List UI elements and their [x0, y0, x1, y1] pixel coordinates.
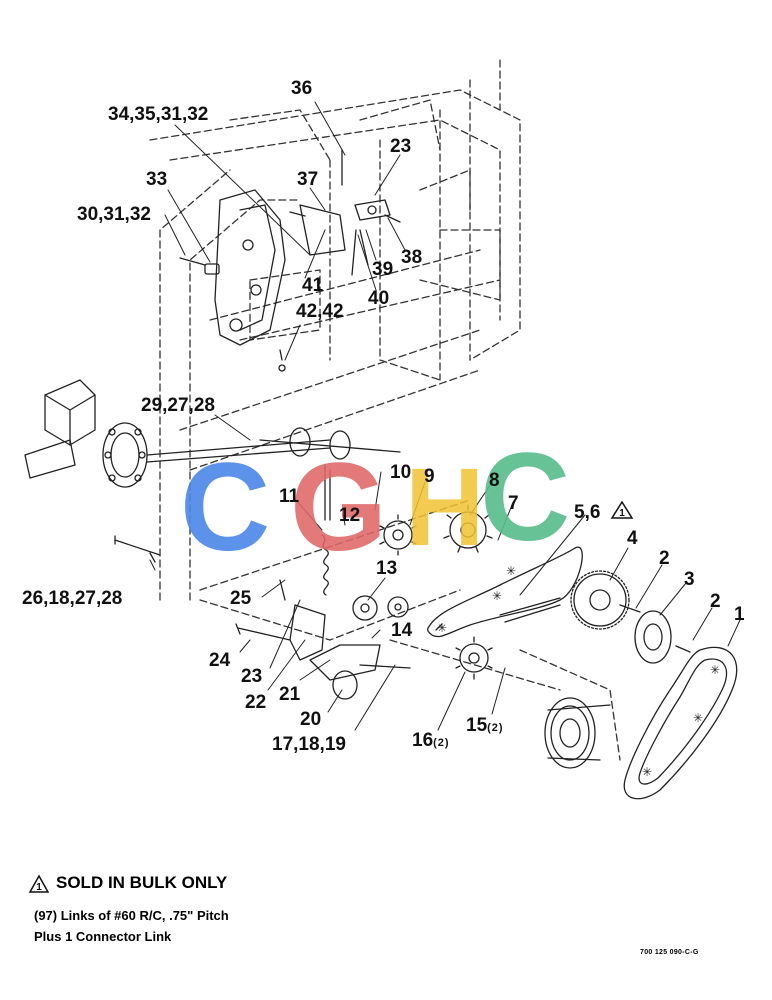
callout-5-6-label: 5,6 — [574, 502, 601, 523]
bulk-note-title: 1 SOLD IN BULK ONLY — [28, 873, 227, 894]
callout-5-6: 5,6 1 — [574, 500, 634, 523]
callout-23-upper: 23 — [390, 136, 412, 157]
svg-text:1: 1 — [619, 508, 625, 519]
tension-spring — [321, 464, 331, 596]
sprocket-8 — [443, 504, 493, 553]
bulk-note-title-text: SOLD IN BULK ONLY — [56, 873, 228, 892]
roller-chain — [426, 546, 583, 638]
callout-41: 41 — [302, 275, 324, 296]
callout-24: 24 — [209, 650, 231, 671]
callout-38: 38 — [401, 247, 423, 268]
callout-9: 9 — [424, 466, 435, 487]
callout-37: 37 — [297, 169, 319, 190]
upper-linkage — [179, 149, 401, 372]
svg-text:✳: ✳ — [437, 621, 447, 635]
callout-42-42: 42,42 — [296, 301, 344, 322]
sprocket-13 — [352, 595, 409, 621]
svg-text:✳: ✳ — [492, 589, 502, 603]
callout-39: 39 — [372, 259, 394, 280]
callout-26-18-27-28: 26,18,27,28 — [22, 588, 123, 609]
callout-25: 25 — [230, 588, 252, 609]
callout-2-upper: 2 — [659, 548, 670, 569]
chain-marks: ✳ ✳ ✳ ✳ ✳ ✳ — [437, 564, 720, 779]
sheave-3 — [634, 610, 691, 664]
drive-pulley — [544, 697, 611, 769]
callout-11: 11 — [279, 486, 300, 507]
watermark-letter-c2: C — [480, 428, 570, 567]
callout-22: 22 — [245, 692, 267, 713]
gearbox — [24, 379, 331, 488]
sprocket-9 — [379, 514, 417, 556]
callout-30-31-32: 30,31,32 — [77, 204, 151, 225]
v-belt — [623, 646, 738, 800]
svg-text:✳: ✳ — [642, 765, 652, 779]
callout-29-27-28: 29,27,28 — [141, 395, 215, 416]
bulk-note-line-2: Plus 1 Connector Link — [34, 929, 172, 944]
leader-lines — [149, 101, 741, 731]
callout-23-lower: 23 — [241, 666, 263, 687]
callout-4: 4 — [627, 528, 638, 549]
callout-3: 3 — [684, 569, 695, 590]
callout-8: 8 — [489, 470, 500, 491]
sprocket-16 — [455, 636, 493, 680]
svg-text:✳: ✳ — [506, 564, 516, 578]
callout-14: 14 — [391, 620, 413, 641]
callout-20: 20 — [300, 709, 322, 730]
svg-text:✳: ✳ — [693, 711, 703, 725]
long-bolt — [114, 535, 161, 563]
callout-40: 40 — [368, 288, 390, 309]
callout-15: 15(2) — [466, 716, 504, 738]
callout-13: 13 — [376, 558, 398, 579]
large-sprocket-4 — [570, 570, 641, 630]
watermark-letter-c1: C — [180, 438, 270, 577]
callout-15-qty: (2) — [487, 722, 504, 734]
callout-16-qty: (2) — [433, 737, 450, 749]
sold-in-bulk-marker-icon: 1 — [610, 500, 634, 519]
callout-16-label: 16 — [412, 730, 434, 751]
callout-2-lower: 2 — [710, 591, 721, 612]
callout-17-18-19: 17,18,19 — [272, 734, 346, 755]
bulk-note-line-1: (97) Links of #60 R/C, .75" Pitch — [34, 908, 229, 923]
frame-outline — [149, 59, 621, 761]
callout-36: 36 — [291, 78, 313, 99]
drawing-number: 700 125 090-C-G — [640, 949, 699, 956]
callout-34-35-31-32: 34,35,31,32 — [108, 104, 209, 125]
callout-10: 10 — [390, 462, 412, 483]
callout-15-label: 15 — [466, 715, 488, 736]
watermark-letter-h: H — [405, 446, 484, 569]
callout-1: 1 — [734, 604, 745, 625]
callout-21: 21 — [279, 684, 301, 705]
callout-16: 16(2) — [412, 731, 450, 753]
callout-7: 7 — [508, 493, 519, 514]
svg-text:1: 1 — [36, 882, 42, 893]
shaft-bearings — [259, 427, 401, 460]
callout-12: 12 — [339, 505, 361, 526]
idler-arm — [235, 579, 411, 700]
sold-in-bulk-note-icon: 1 — [28, 873, 50, 893]
svg-text:✳: ✳ — [710, 663, 720, 677]
callout-33: 33 — [146, 169, 168, 190]
watermark-letter-g: G — [290, 438, 387, 577]
